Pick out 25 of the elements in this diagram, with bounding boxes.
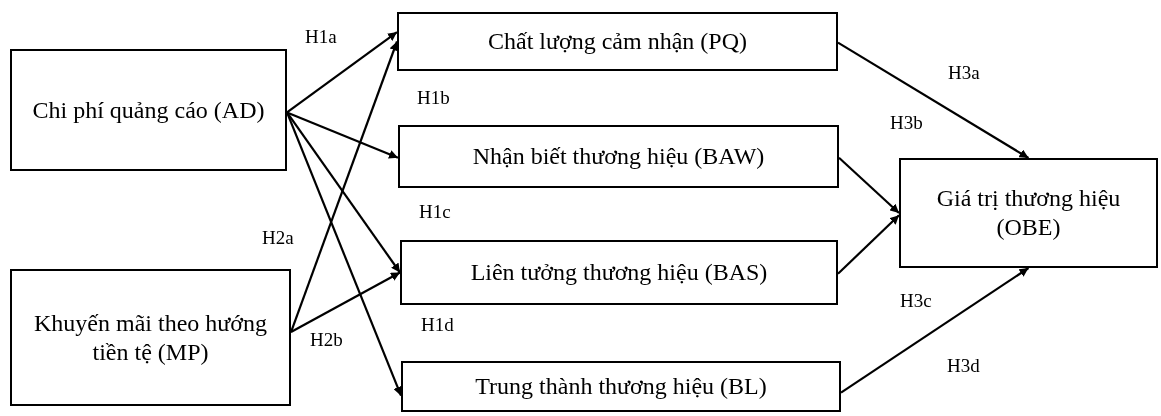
construct-box: Nhận biết thương hiệu (BAW) bbox=[398, 125, 839, 188]
arrow bbox=[838, 156, 900, 214]
edge-label: H2b bbox=[310, 330, 343, 349]
construct-box: Khuyến mãi theo hướng tiền tệ (MP) bbox=[10, 269, 291, 406]
arrow bbox=[286, 31, 398, 114]
edge-label: H1b bbox=[417, 88, 450, 107]
construct-box: Chi phí quảng cáo (AD) bbox=[10, 49, 287, 171]
edge-label: H3c bbox=[900, 291, 932, 310]
construct-box: Trung thành thương hiệu (BL) bbox=[401, 361, 841, 412]
construct-box: Liên tưởng thương hiệu (BAS) bbox=[400, 240, 838, 305]
edge-label: H3b bbox=[890, 113, 923, 132]
arrow bbox=[290, 271, 401, 333]
arrow bbox=[837, 41, 1030, 159]
arrow bbox=[286, 111, 401, 274]
edge-label: H1c bbox=[419, 202, 451, 221]
arrow bbox=[286, 111, 399, 159]
construct-box: Chất lượng cảm nhận (PQ) bbox=[397, 12, 838, 71]
edge-label: H1d bbox=[421, 315, 454, 334]
edge-label: H2a bbox=[262, 228, 294, 247]
arrow bbox=[837, 214, 900, 275]
edge-label: H3d bbox=[947, 356, 980, 375]
edge-label: H1a bbox=[305, 27, 337, 46]
construct-box: Giá trị thương hiệu (OBE) bbox=[899, 158, 1158, 268]
arrow bbox=[840, 267, 1030, 394]
edge-label: H3a bbox=[948, 63, 980, 82]
